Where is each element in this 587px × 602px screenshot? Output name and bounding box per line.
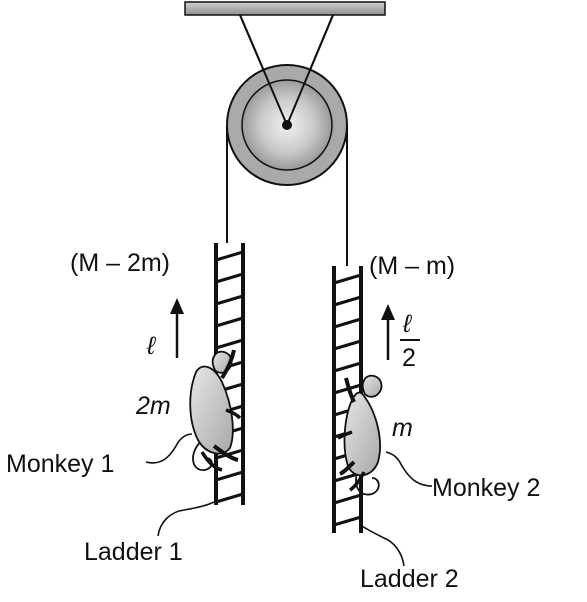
monkey-1-callout: Monkey 1: [6, 450, 114, 478]
monkey-1-leader: [145, 433, 193, 464]
pulley-axle: [282, 120, 292, 130]
ladder-1-leader: [157, 501, 215, 537]
monkey-2-figure: [337, 374, 383, 496]
monkey-1-displacement-arrow: [170, 298, 184, 358]
rope: [226, 125, 348, 266]
monkey-1-displacement-label: ℓ: [146, 332, 156, 360]
monkey-2-displacement-denominator: 2: [402, 344, 416, 372]
monkey-2-callout: Monkey 2: [432, 474, 540, 502]
ladder-1-mass-label: (M – 2m): [70, 249, 170, 277]
pulley: [226, 14, 348, 186]
monkey-1-figure: [189, 349, 242, 472]
ladder-1-callout: Ladder 1: [84, 538, 183, 566]
monkey-2-displacement-numerator: ℓ: [402, 310, 412, 338]
ladder-2-leader: [361, 525, 405, 567]
monkey-2-leader: [385, 451, 433, 487]
ceiling-support: [184, 1, 386, 16]
ladder-2-callout: Ladder 2: [360, 565, 459, 593]
monkey-2-displacement-arrow: [381, 304, 395, 360]
ladder-1: [214, 243, 245, 505]
callout-leaders: [145, 433, 433, 567]
ladder-2-mass-label: (M – m): [369, 252, 455, 280]
monkey-1-mass-label: 2m: [135, 392, 171, 420]
monkey-2-mass-label: m: [392, 414, 413, 442]
